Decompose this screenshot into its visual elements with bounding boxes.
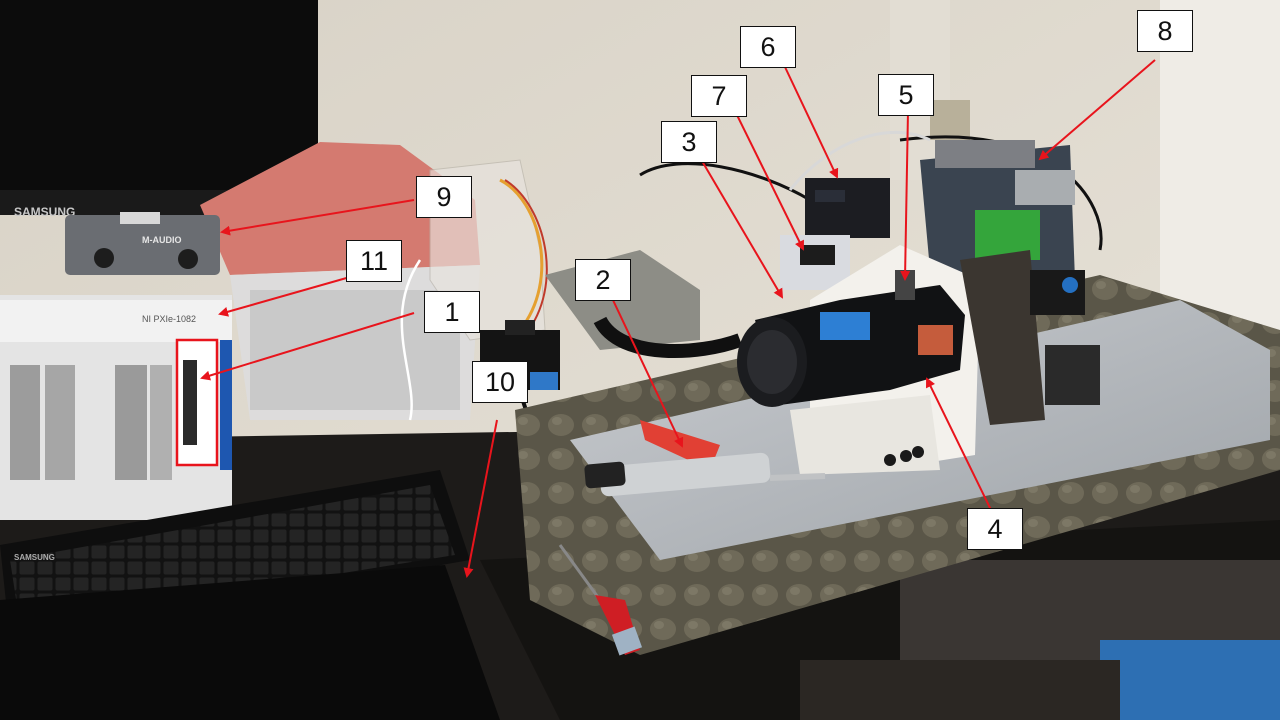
callout-7: 7 [691, 75, 747, 117]
chassis-label: NI PXIe-1082 [142, 314, 196, 324]
transformer [920, 140, 1075, 280]
arrow-1 [200, 312, 415, 381]
callout-5: 5 [878, 74, 934, 116]
monitor-brand: SAMSUNG [14, 205, 75, 219]
callout-10: 10 [472, 361, 528, 403]
pink-box [200, 142, 480, 420]
laptop [0, 565, 500, 720]
arrow-2 [611, 297, 684, 448]
arrow-7 [734, 110, 804, 251]
arrow-10 [463, 419, 498, 578]
controller-6 [805, 178, 890, 238]
callout-8: 8 [1137, 10, 1193, 52]
callout-arrows [200, 59, 1156, 578]
arrow-6 [784, 66, 839, 179]
arrow-5 [900, 110, 911, 281]
arrow-4 [926, 377, 994, 515]
screwdriver [558, 544, 643, 656]
callout-6: 6 [740, 26, 796, 68]
arrow-9 [220, 199, 415, 236]
audio-interface: M-AUDIO [65, 212, 220, 275]
callout-2: 2 [575, 259, 631, 301]
rotor-assembly [960, 250, 1100, 425]
arrow-8 [1038, 59, 1156, 161]
dc-motor [737, 270, 965, 407]
callout-4: 4 [967, 508, 1023, 550]
arrow-3 [701, 160, 784, 299]
arrow-11 [218, 276, 351, 317]
keyboard-brand: SAMSUNG [14, 553, 55, 562]
callout-9: 9 [416, 176, 472, 218]
callout-3: 3 [661, 121, 717, 163]
callout-11: 11 [346, 240, 402, 282]
audio-interface-brand: M-AUDIO [142, 235, 182, 245]
callout-1: 1 [424, 291, 480, 333]
controller-7 [780, 235, 850, 290]
ni-chassis: NI PXIe-1082 [0, 295, 232, 520]
